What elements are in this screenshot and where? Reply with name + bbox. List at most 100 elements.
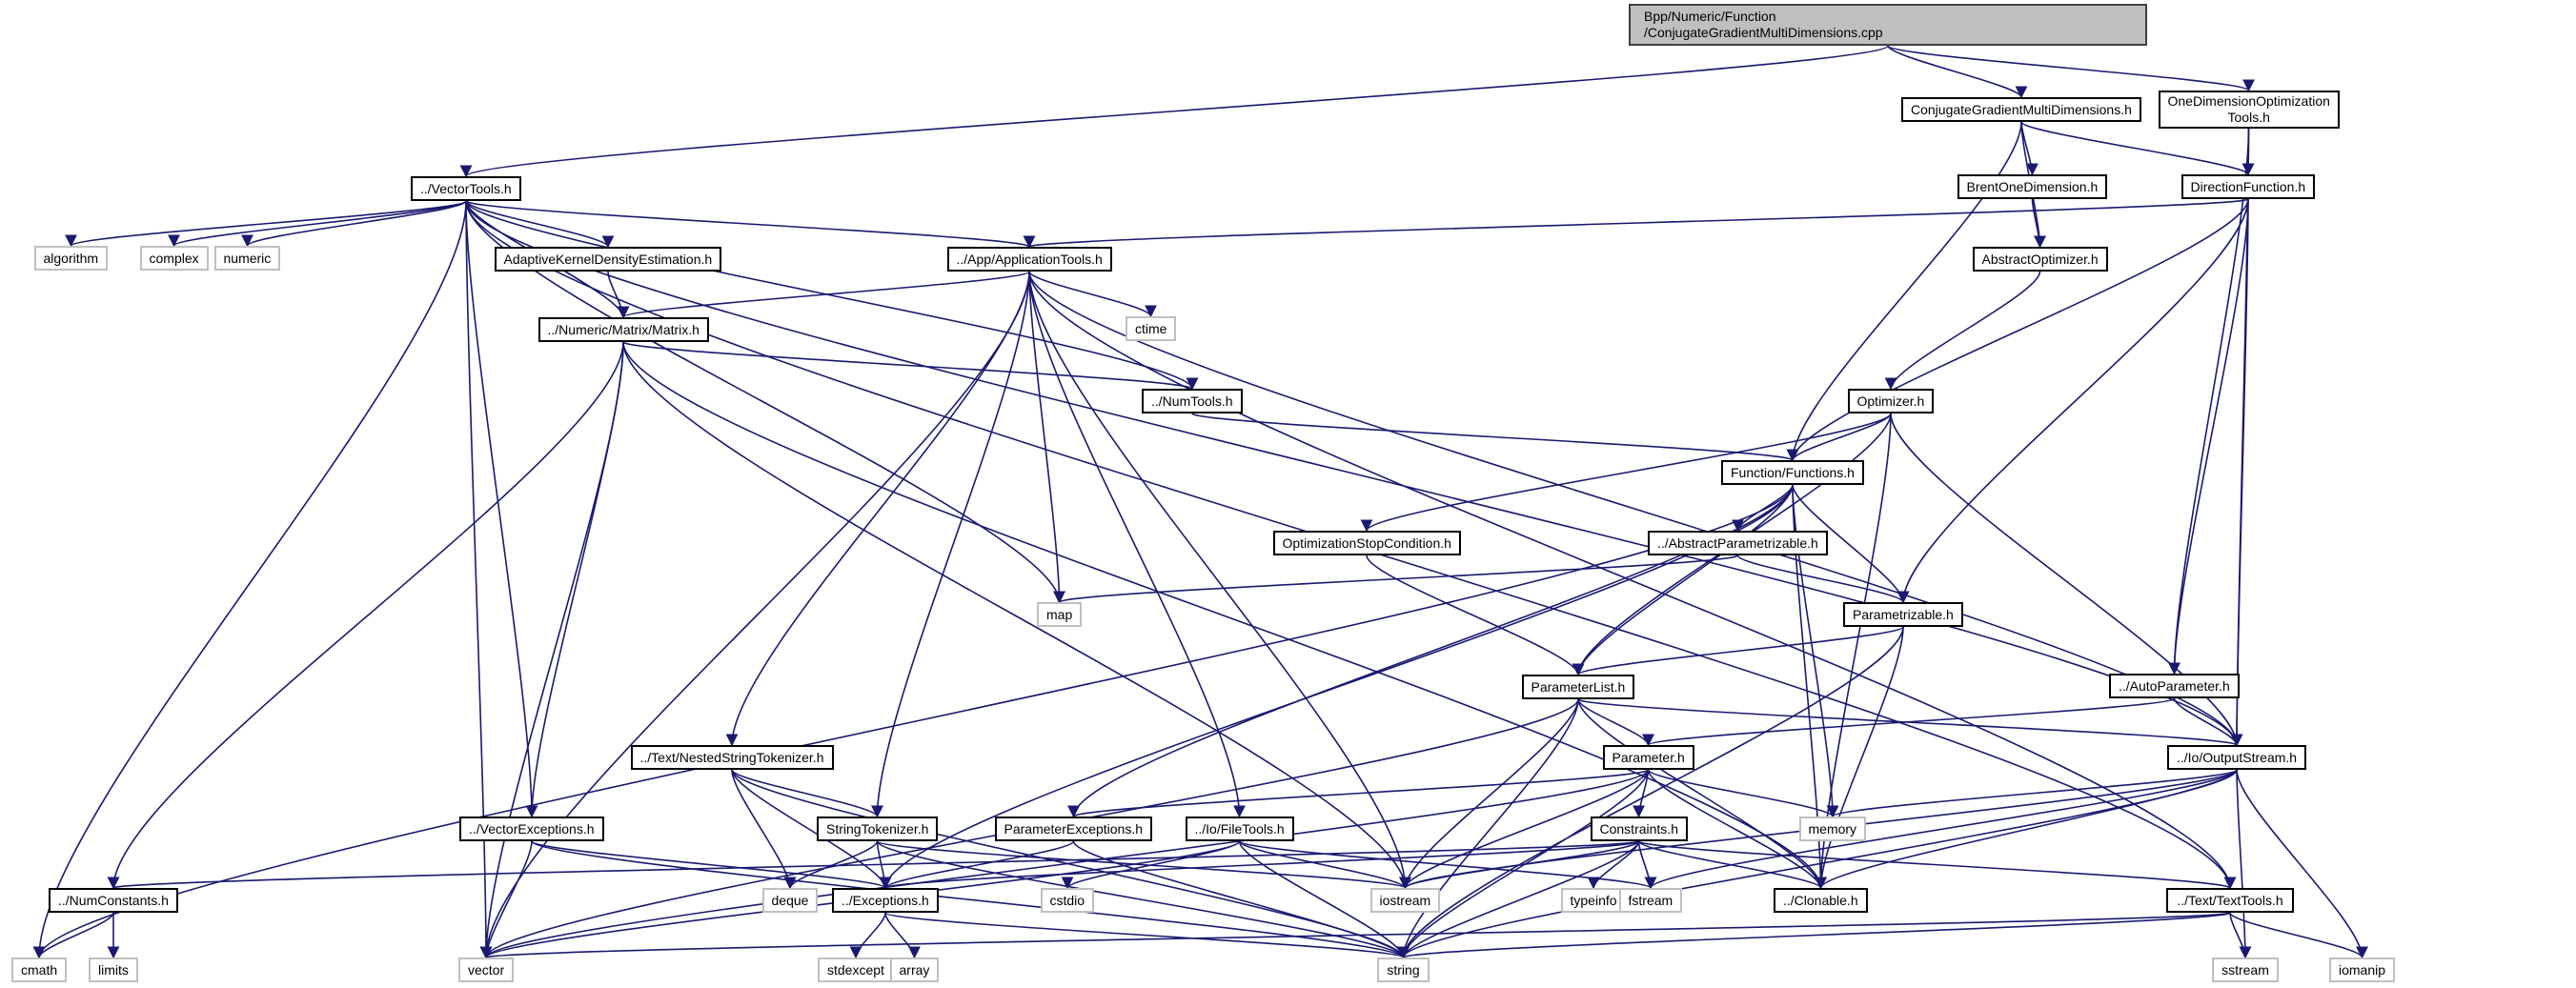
node-odot[interactable]: OneDimensionOptimization Tools.h — [2158, 91, 2340, 129]
node-apptools[interactable]: ../App/ApplicationTools.h — [946, 247, 1112, 272]
node-outputstream[interactable]: ../Io/OutputStream.h — [2167, 745, 2307, 770]
edge-vectortools-to-vecexc — [465, 200, 538, 818]
node-label: ../Exceptions.h — [842, 892, 929, 908]
edge-root-to-vectortools — [460, 45, 1889, 178]
edge-numtools-to-functions — [1191, 413, 1798, 462]
edge-exceptions-to-string — [884, 912, 1410, 959]
node-label: OptimizationStopCondition.h — [1282, 534, 1451, 551]
node-root[interactable]: Bpp/Numeric/Function /ConjugateGradientM… — [1629, 4, 2147, 46]
node-label: iostream — [1379, 892, 1431, 908]
edge-functions-to-clonable — [1792, 484, 1827, 890]
edge-functions-to-cmath — [32, 484, 1794, 959]
node-cstdio: cstdio — [1040, 888, 1095, 913]
node-numtools[interactable]: ../NumTools.h — [1142, 389, 1243, 413]
node-numconst[interactable]: ../NumConstants.h — [49, 888, 178, 913]
edge-apptools-to-ctime — [1028, 271, 1157, 318]
edge-matrix-to-numconst — [107, 341, 624, 890]
edge-paramlist-to-clonable — [1577, 698, 1827, 890]
node-map: map — [1037, 602, 1083, 627]
edge-matrix-to-numtools — [622, 341, 1198, 391]
edge-root-to-cgmd — [1887, 45, 2028, 99]
edge-strtok-to-string — [876, 840, 1410, 959]
edge-parameter-to-memory — [1647, 769, 1839, 818]
node-label: stdexcept — [827, 961, 884, 978]
node-clonable[interactable]: ../Clonable.h — [1774, 888, 1868, 913]
node-stdexcept: stdexcept — [818, 958, 894, 982]
node-label: algorithm — [43, 250, 99, 266]
node-label: ../Text/TextTools.h — [2177, 892, 2283, 908]
node-vectortools[interactable]: ../VectorTools.h — [411, 176, 521, 201]
edge-constraints-to-texttools — [1637, 840, 2236, 890]
node-vecexc[interactable]: ../VectorExceptions.h — [459, 817, 604, 841]
node-algorithm: algorithm — [33, 246, 109, 271]
node-paramexc[interactable]: ParameterExceptions.h — [994, 817, 1153, 841]
edge-constraints-to-numconst — [109, 840, 1640, 890]
node-functions[interactable]: Function/Functions.h — [1721, 460, 1864, 485]
node-brent[interactable]: BrentOneDimension.h — [1957, 174, 2108, 199]
node-direction[interactable]: DirectionFunction.h — [2180, 174, 2316, 199]
edge-constraints-to-fstream — [1637, 840, 1657, 890]
node-sstream: sstream — [2212, 958, 2279, 982]
edge-numconst-to-cmath — [32, 912, 114, 959]
edge-strtok-to-deque — [783, 840, 879, 890]
node-exceptions[interactable]: ../Exceptions.h — [832, 888, 939, 913]
edge-cgmd-to-direction — [2020, 121, 2255, 176]
node-nested[interactable]: ../Text/NestedStringTokenizer.h — [630, 745, 834, 770]
edge-apptools-to-iostream — [1028, 271, 1411, 890]
node-akde[interactable]: AdaptiveKernelDensityEstimation.h — [494, 247, 722, 272]
node-label: deque — [771, 892, 809, 908]
edge-texttools-to-sstream — [2229, 912, 2252, 959]
edge-filetools-to-fstream — [1238, 840, 1656, 890]
node-label: array — [899, 961, 930, 978]
edge-apptools-to-strtok — [871, 271, 1030, 818]
node-matrix[interactable]: ../Numeric/Matrix/Matrix.h — [538, 317, 709, 342]
node-typeinfo: typeinfo — [1560, 888, 1627, 913]
edge-vectortools-to-outputstream — [465, 200, 2243, 747]
node-label: complex — [149, 250, 199, 266]
edge-functions-to-memory — [1792, 484, 1839, 818]
edge-brent-to-absopt — [2031, 198, 2046, 249]
edge-vectortools-to-map — [465, 200, 1065, 604]
edge-vectortools-to-vector — [465, 200, 493, 959]
node-autoparam[interactable]: ../AutoParameter.h — [2109, 674, 2240, 698]
node-label: ../AbstractParametrizable.h — [1657, 534, 1818, 551]
node-ctime: ctime — [1126, 316, 1177, 341]
edge-optimizer-to-optstop — [1360, 413, 1892, 533]
node-label: OneDimensionOptimization Tools.h — [2167, 93, 2330, 125]
node-label: ../AutoParameter.h — [2119, 677, 2230, 694]
edge-vectortools-to-numeric — [241, 200, 467, 248]
edge-paramexc-to-exceptions — [879, 840, 1075, 890]
node-absopt[interactable]: AbstractOptimizer.h — [1972, 247, 2108, 272]
edge-direction-to-parametrizable — [1897, 198, 2249, 604]
edge-outputstream-to-string — [1397, 769, 2238, 959]
edge-apptools-to-matrix — [618, 271, 1030, 319]
node-constraints[interactable]: Constraints.h — [1590, 817, 1688, 841]
node-filetools[interactable]: ../Io/FileTools.h — [1185, 817, 1294, 841]
node-strtok[interactable]: StringTokenizer.h — [817, 817, 939, 841]
node-cgmd[interactable]: ConjugateGradientMultiDimensions.h — [1901, 97, 2141, 122]
edge-matrix-to-vecexc — [525, 341, 624, 818]
edge-exceptions-to-array — [884, 912, 921, 959]
node-label: StringTokenizer.h — [826, 820, 929, 837]
node-optstop[interactable]: OptimizationStopCondition.h — [1272, 531, 1461, 555]
node-label: ConjugateGradientMultiDimensions.h — [1911, 101, 2132, 117]
node-label: ../Io/FileTools.h — [1194, 820, 1285, 837]
edge-vectortools-to-cmath — [32, 200, 467, 959]
node-vector: vector — [458, 958, 515, 982]
node-label: Parameter.h — [1612, 749, 1685, 765]
node-absparam[interactable]: ../AbstractParametrizable.h — [1648, 531, 1828, 555]
node-parameter[interactable]: Parameter.h — [1602, 745, 1694, 770]
node-array: array — [889, 958, 940, 982]
node-parametrizable[interactable]: Parametrizable.h — [1843, 602, 1963, 627]
edge-parameter-to-iostream — [1399, 769, 1650, 890]
edge-parameter-to-clonable — [1647, 769, 1827, 890]
edge-outputstream-to-fstream — [1644, 769, 2238, 890]
node-optimizer[interactable]: Optimizer.h — [1847, 389, 1935, 413]
edge-autoparam-to-parameter — [1642, 697, 2176, 747]
edge-root-to-odot — [1887, 45, 2255, 92]
node-paramlist[interactable]: ParameterList.h — [1521, 675, 1635, 699]
node-complex: complex — [139, 246, 209, 271]
edge-matrix-to-iostream — [622, 341, 1411, 890]
node-texttools[interactable]: ../Text/TextTools.h — [2166, 888, 2294, 913]
